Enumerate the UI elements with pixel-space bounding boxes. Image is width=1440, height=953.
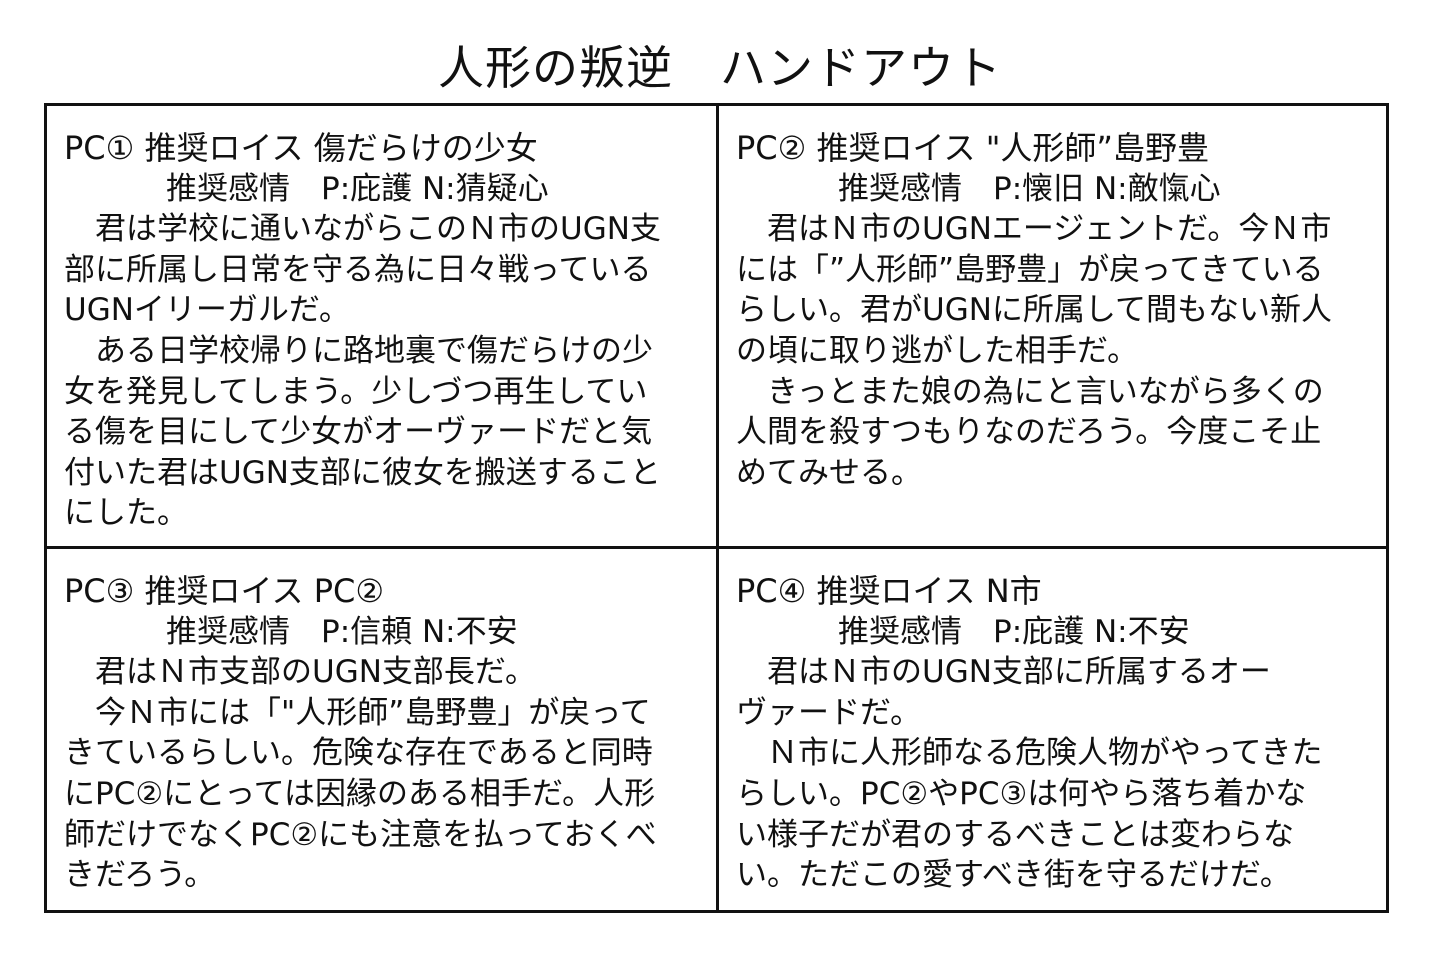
handout-text-line: い。ただこの愛すべき街を守るだけだ。 [736, 857, 1291, 894]
handout-pc1: PC① 推奨ロイス 傷だらけの少女 推奨感情 P:庇護 N:猜疑心 君は学校に通… [47, 106, 719, 549]
handout-text-line: 君はＮ市支部のUGN支部長だ。 [64, 654, 536, 691]
handout-text-line: 付いた君はUGN支部に彼女を搬送すること [64, 454, 661, 491]
handout-text-line: 君はＮ市のUGN支部に所属するオー [736, 654, 1271, 691]
handout-text-line: い様子だが君のするべきことは変わらな [736, 816, 1294, 853]
handout-emotion: 推奨感情 P:信頼 N:不安 [166, 613, 518, 650]
page-title: 人形の叛逆 ハンドアウト [438, 41, 1002, 95]
handout-text-line: らしい。君がUGNに所属して間もない新人 [736, 292, 1332, 329]
handout-text-line: る傷を目にして少女がオーヴァードだと気 [64, 414, 653, 451]
handout-emotion: 推奨感情 P:庇護 N:猜疑心 [166, 170, 549, 207]
handout-text-line: きっとまた娘の為にと言いながら多くの [736, 373, 1324, 410]
handout-text-line: 部に所属し日常を守る為に日々戦っている [64, 251, 652, 288]
handout-text-line: きているらしい。危険な存在であると同時 [64, 735, 653, 772]
handout-text-line: きだろう。 [64, 857, 216, 894]
handout-text-line: にした。 [64, 495, 188, 532]
handout-emotion: 推奨感情 P:懐旧 N:敵愾心 [838, 170, 1221, 207]
handout-text-line: には「”人形師”島野豊」が戻ってきている [736, 251, 1324, 288]
handout-text-line: UGNイリーガルだ。 [64, 292, 350, 329]
handout-table: PC① 推奨ロイス 傷だらけの少女 推奨感情 P:庇護 N:猜疑心 君は学校に通… [44, 103, 1389, 913]
handout-emotion: 推奨感情 P:庇護 N:不安 [838, 613, 1190, 650]
handout-text-line: らしい。PC②やPC③は何やら落ち着かな [736, 775, 1307, 812]
handout-text-line: 師だけでなくPC②にも注意を払っておくべ [64, 816, 657, 853]
handout-text-line: 人間を殺すつもりなのだろう。今度こそ止 [736, 414, 1322, 451]
handout-text-line: めてみせる。 [736, 454, 922, 491]
handout-text-line: ヴァードだ。 [736, 694, 922, 731]
handout-text-line: 女を発見してしまう。少しづつ再生してい [64, 373, 648, 410]
handout-pc2: PC② 推奨ロイス "人形師”島野豊 推奨感情 P:懐旧 N:敵愾心 君はＮ市の… [719, 106, 1386, 549]
handout-pc4: PC④ 推奨ロイス N市 推奨感情 P:庇護 N:不安 君はＮ市のUGN支部に所… [719, 549, 1386, 910]
handout-text-line: 君は学校に通いながらこのＮ市のUGN支 [64, 211, 661, 248]
handout-text-line: 君はＮ市のUGNエージェントだ。今Ｎ市 [736, 211, 1332, 248]
handout-text-line: 今Ｎ市には「"人形師”島野豊」が戻って [64, 694, 651, 731]
handout-text-line: の頃に取り逃がした相手だ。 [736, 332, 1139, 369]
handout-heading: PC④ 推奨ロイス N市 [736, 572, 1042, 610]
handout-heading: PC② 推奨ロイス "人形師”島野豊 [736, 129, 1210, 167]
handout-text-line: にPC②にとっては因縁のある相手だ。人形 [64, 775, 656, 812]
handout-heading: PC③ 推奨ロイス PC② [64, 572, 385, 610]
handout-text-line: Ｎ市に人形師なる危険人物がやってきた [736, 735, 1323, 772]
handout-heading: PC① 推奨ロイス 傷だらけの少女 [64, 129, 538, 167]
handout-pc3: PC③ 推奨ロイス PC② 推奨感情 P:信頼 N:不安 君はＮ市支部のUGN支… [47, 549, 719, 910]
handout-text-line: ある日学校帰りに路地裏で傷だらけの少 [64, 332, 653, 369]
